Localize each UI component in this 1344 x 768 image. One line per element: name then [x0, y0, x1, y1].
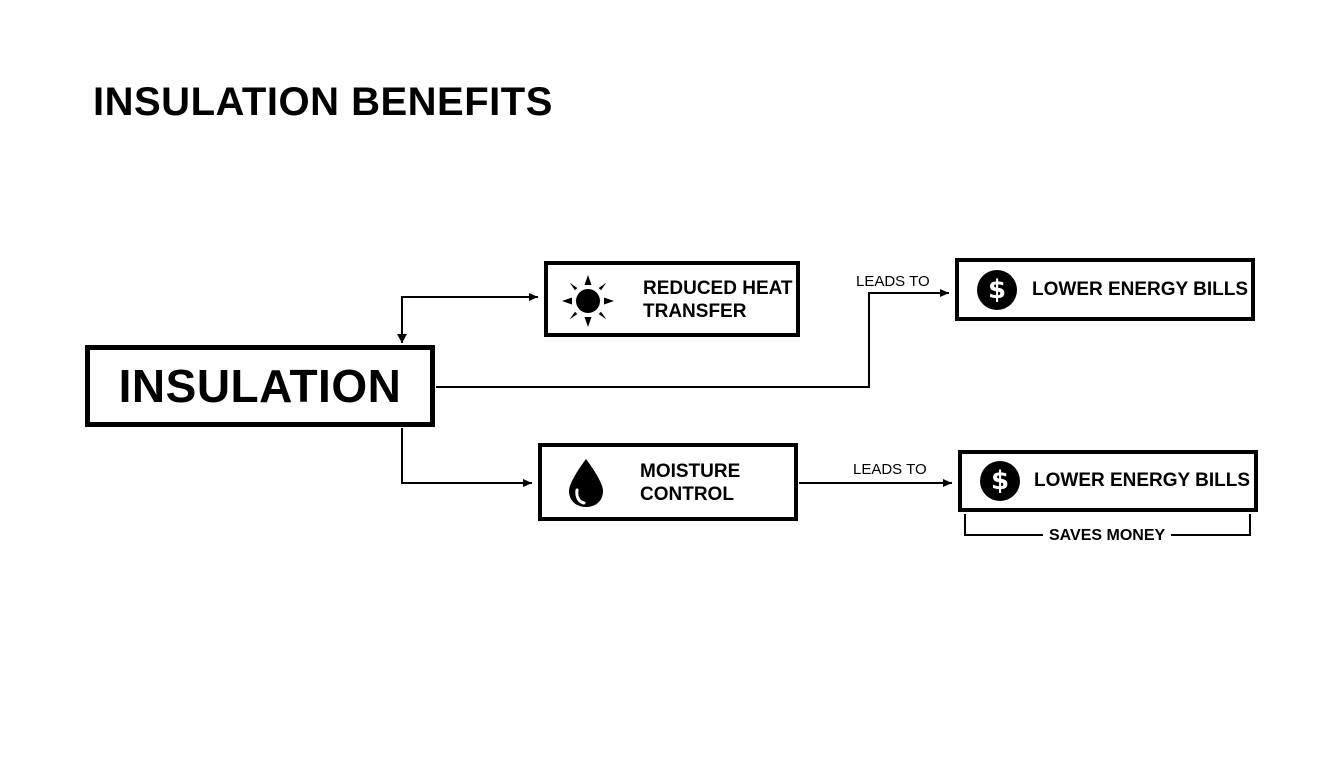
leads-to-label-bottom: LEADS TO: [853, 461, 927, 478]
dollar-icon: $: [977, 270, 1017, 310]
edge-insulation-moisture: [401, 428, 532, 487]
sun-icon: [562, 275, 614, 327]
edge-insulation-bills-top: [436, 289, 949, 388]
moisture-control-node: MOISTURE CONTROL: [538, 443, 798, 521]
lower-energy-bills-label-bottom: LOWER ENERGY BILLS: [1034, 470, 1251, 491]
dollar-icon: $: [980, 461, 1020, 501]
leads-to-label-top: LEADS TO: [856, 273, 930, 290]
heat-transfer-label: REDUCED HEAT TRANSFER: [643, 278, 793, 322]
water-drop-icon: [569, 459, 603, 507]
lower-energy-bills-node-top: $ LOWER ENERGY BILLS: [955, 258, 1255, 321]
saves-money-label: SAVES MONEY: [1043, 527, 1172, 545]
edge-insulation-heat-back-arrow: [397, 334, 407, 343]
edge-insulation-heat: [401, 293, 538, 343]
insulation-label: INSULATION: [118, 360, 402, 412]
lower-energy-bills-node-bottom: $ LOWER ENERGY BILLS: [958, 450, 1258, 512]
lower-energy-bills-label-top: LOWER ENERGY BILLS: [1032, 279, 1249, 300]
dollar-glyph: $: [990, 466, 1010, 496]
diagram-title: INSULATION BENEFITS: [93, 80, 553, 124]
heat-transfer-node: REDUCED HEAT TRANSFER: [544, 261, 800, 337]
dollar-glyph: $: [987, 275, 1007, 305]
moisture-control-label: MOISTURE CONTROL: [640, 461, 741, 505]
insulation-node: INSULATION: [85, 345, 435, 427]
